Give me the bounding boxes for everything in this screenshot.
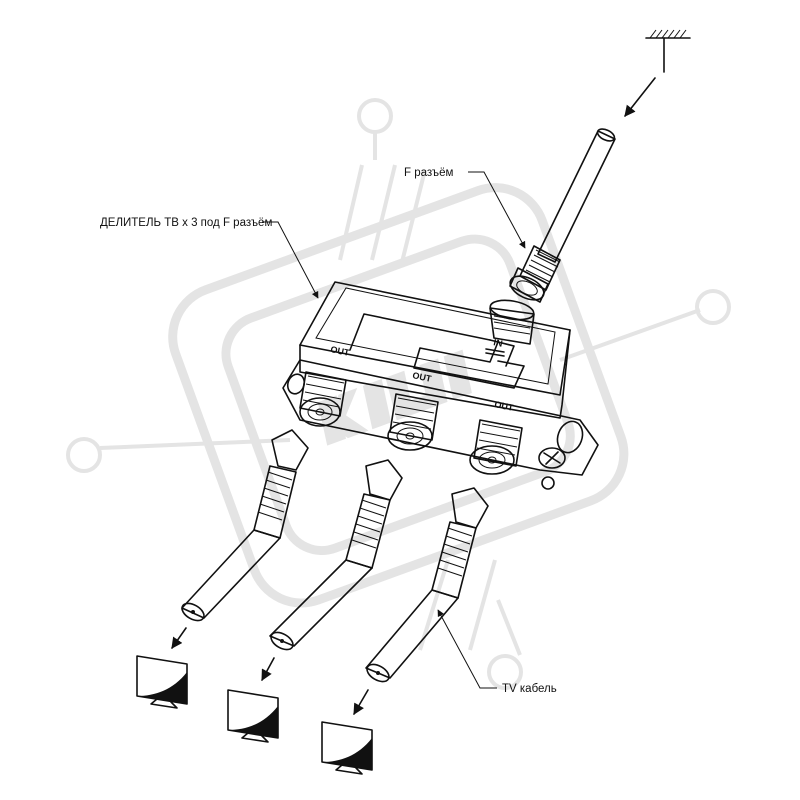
input-cable (509, 128, 616, 303)
output-cable-1 (181, 429, 309, 622)
out-port-center (387, 393, 439, 451)
out-port-left (299, 371, 347, 427)
tv-icon (321, 721, 373, 775)
output-cable-2 (269, 459, 403, 651)
splitter-label: ДЕЛИТЕЛЬ ТВ х 3 под F разъём (100, 217, 272, 229)
splitter-leader (262, 221, 319, 299)
output-cable-3 (365, 487, 489, 683)
out-left-label: OUT (330, 344, 351, 358)
arrow-to-tv-3 (353, 689, 369, 715)
antenna-arrow (624, 77, 656, 117)
wiring-schematic (349, 313, 525, 389)
arrow-to-tv-2 (261, 657, 275, 681)
f-connector (509, 245, 561, 303)
in-port (489, 299, 535, 345)
antenna-icon (645, 29, 691, 73)
arrow-to-tv-1 (171, 627, 187, 649)
f-connector-label: F разъём (404, 167, 453, 179)
out-port-right (469, 419, 523, 475)
watermark-logo (66, 98, 731, 690)
tv-icon (227, 689, 279, 743)
out-right-label: OUT (494, 399, 515, 413)
f-connector-leader (468, 171, 526, 249)
tv-cable-leader (437, 609, 497, 689)
tv-icon (136, 655, 188, 709)
tv-cable-label: TV кабель (502, 683, 557, 695)
in-port-label: IN (493, 337, 504, 349)
splitter-body: IN OUT OUT OUT (282, 281, 599, 490)
ground-screw (538, 447, 566, 469)
out-center-label: OUT (412, 370, 433, 384)
